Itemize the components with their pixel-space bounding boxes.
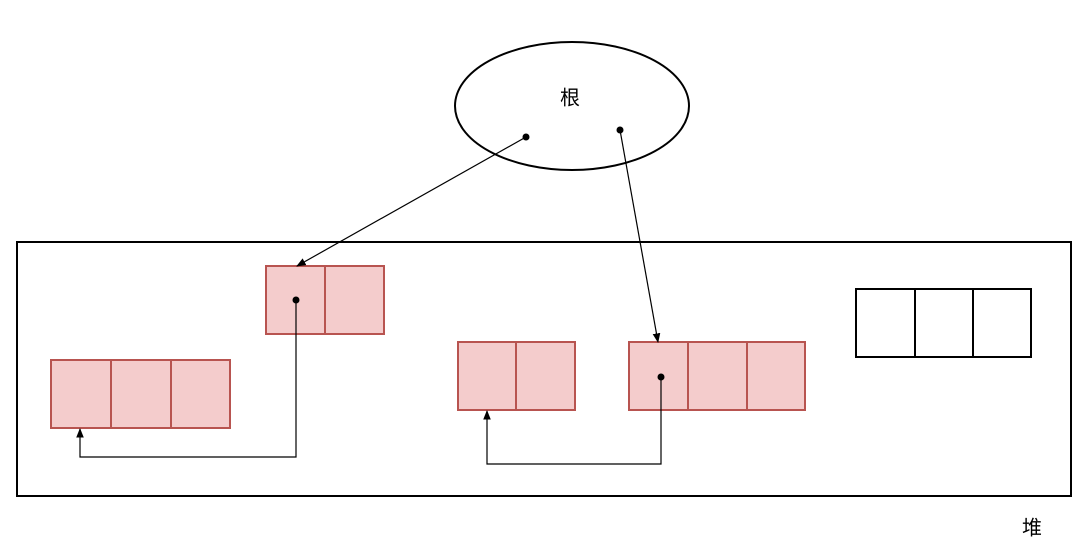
object-cell	[170, 359, 231, 429]
reference-root-to-top-center	[296, 136, 527, 267]
heap-object-middle	[457, 341, 576, 411]
object-cell	[687, 341, 748, 411]
reference-origin-dot	[616, 126, 624, 134]
reference-origin-dot	[522, 133, 530, 141]
heap-object-right-center	[628, 341, 806, 411]
reference-root-to-right-center	[619, 129, 661, 343]
object-cell	[110, 359, 172, 429]
reference-top-center-to-left	[76, 300, 297, 458]
object-cell	[515, 341, 576, 411]
heap-object-unreachable	[855, 288, 1032, 358]
object-cell	[457, 341, 517, 411]
object-cell	[914, 288, 974, 358]
heap-object-left	[50, 359, 231, 429]
object-cell	[972, 288, 1032, 358]
reference-origin-dot	[292, 296, 300, 304]
reference-right-center-to-middle	[483, 377, 662, 465]
heap-label: 堆	[1022, 516, 1042, 540]
reference-origin-dot	[657, 373, 665, 381]
object-cell	[50, 359, 112, 429]
heap-object-top-center	[265, 265, 385, 335]
object-cell	[855, 288, 916, 358]
root-node	[454, 41, 690, 171]
object-cell	[746, 341, 806, 411]
root-label: 根	[560, 86, 580, 110]
object-cell	[324, 265, 385, 335]
